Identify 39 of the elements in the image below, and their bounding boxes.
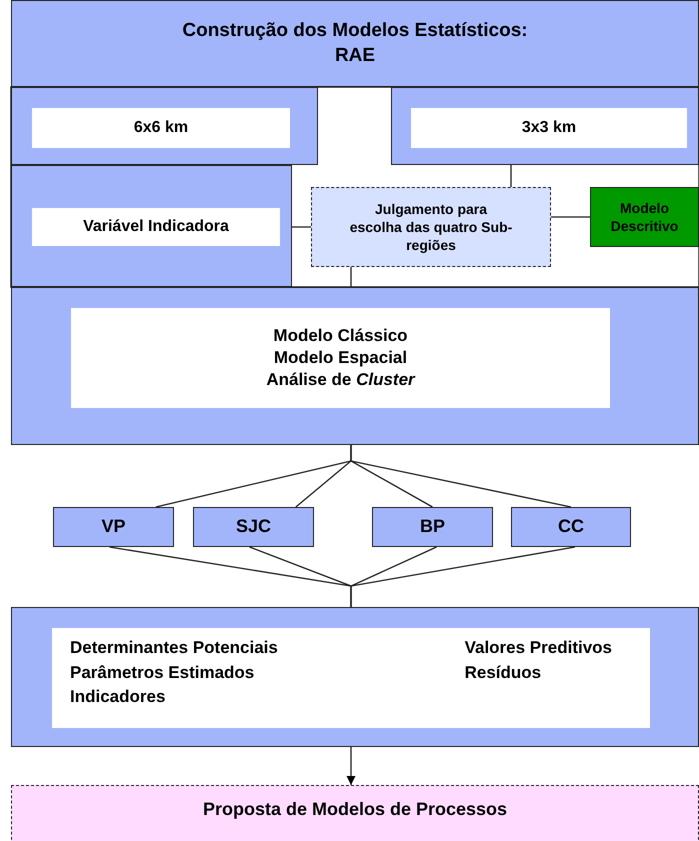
- result-text: Indicadores: [70, 686, 166, 708]
- result-text: Resíduos: [464, 662, 542, 684]
- node-text: Proposta de Modelos de Processos: [202, 798, 508, 821]
- model-band: [11, 287, 699, 445]
- node-text: Análise de Cluster: [266, 369, 415, 392]
- arrow: [346, 747, 356, 785]
- process-box: [391, 87, 699, 165]
- judgement-box: [311, 187, 551, 267]
- connector-line: [350, 445, 572, 508]
- title-text: Construção dos Modelos Estatísticos: RAE: [181, 18, 529, 68]
- node-text: Julgamento para escolha das quatro Sub-regiões: [348, 200, 514, 254]
- node-text: Variável Indicadora: [83, 216, 229, 237]
- node-text: 6x6 km: [134, 118, 188, 138]
- result-text: Parâmetros Estimados: [70, 662, 256, 684]
- title-band: [11, 0, 699, 87]
- connector-line: [292, 226, 311, 228]
- node-text: Modelo Clássico: [273, 324, 408, 347]
- process-box: [11, 165, 292, 287]
- node-text: BP: [420, 515, 445, 538]
- node-text: VP: [101, 515, 126, 538]
- connector-line: [350, 546, 576, 607]
- process-box: [193, 507, 314, 547]
- results-band: [11, 607, 699, 747]
- node-text: SJC: [236, 515, 271, 538]
- connector-line: [551, 216, 590, 218]
- process-box: [511, 507, 631, 547]
- connector-line: [510, 165, 512, 187]
- node-text: Modelo Espacial: [274, 346, 408, 369]
- node-text: CC: [558, 515, 584, 538]
- proposal-box: [11, 785, 699, 841]
- process-box: [53, 507, 174, 547]
- result-text: Determinantes Potenciais: [70, 637, 278, 659]
- model-box: [590, 187, 699, 247]
- node-text: 3x3 km: [522, 118, 576, 138]
- process-box: [372, 507, 493, 547]
- result-text: Valores Preditivos: [464, 637, 612, 659]
- process-box: [11, 87, 318, 165]
- connector-line: [350, 267, 352, 287]
- node-text: Modelo Descritivo: [610, 198, 680, 236]
